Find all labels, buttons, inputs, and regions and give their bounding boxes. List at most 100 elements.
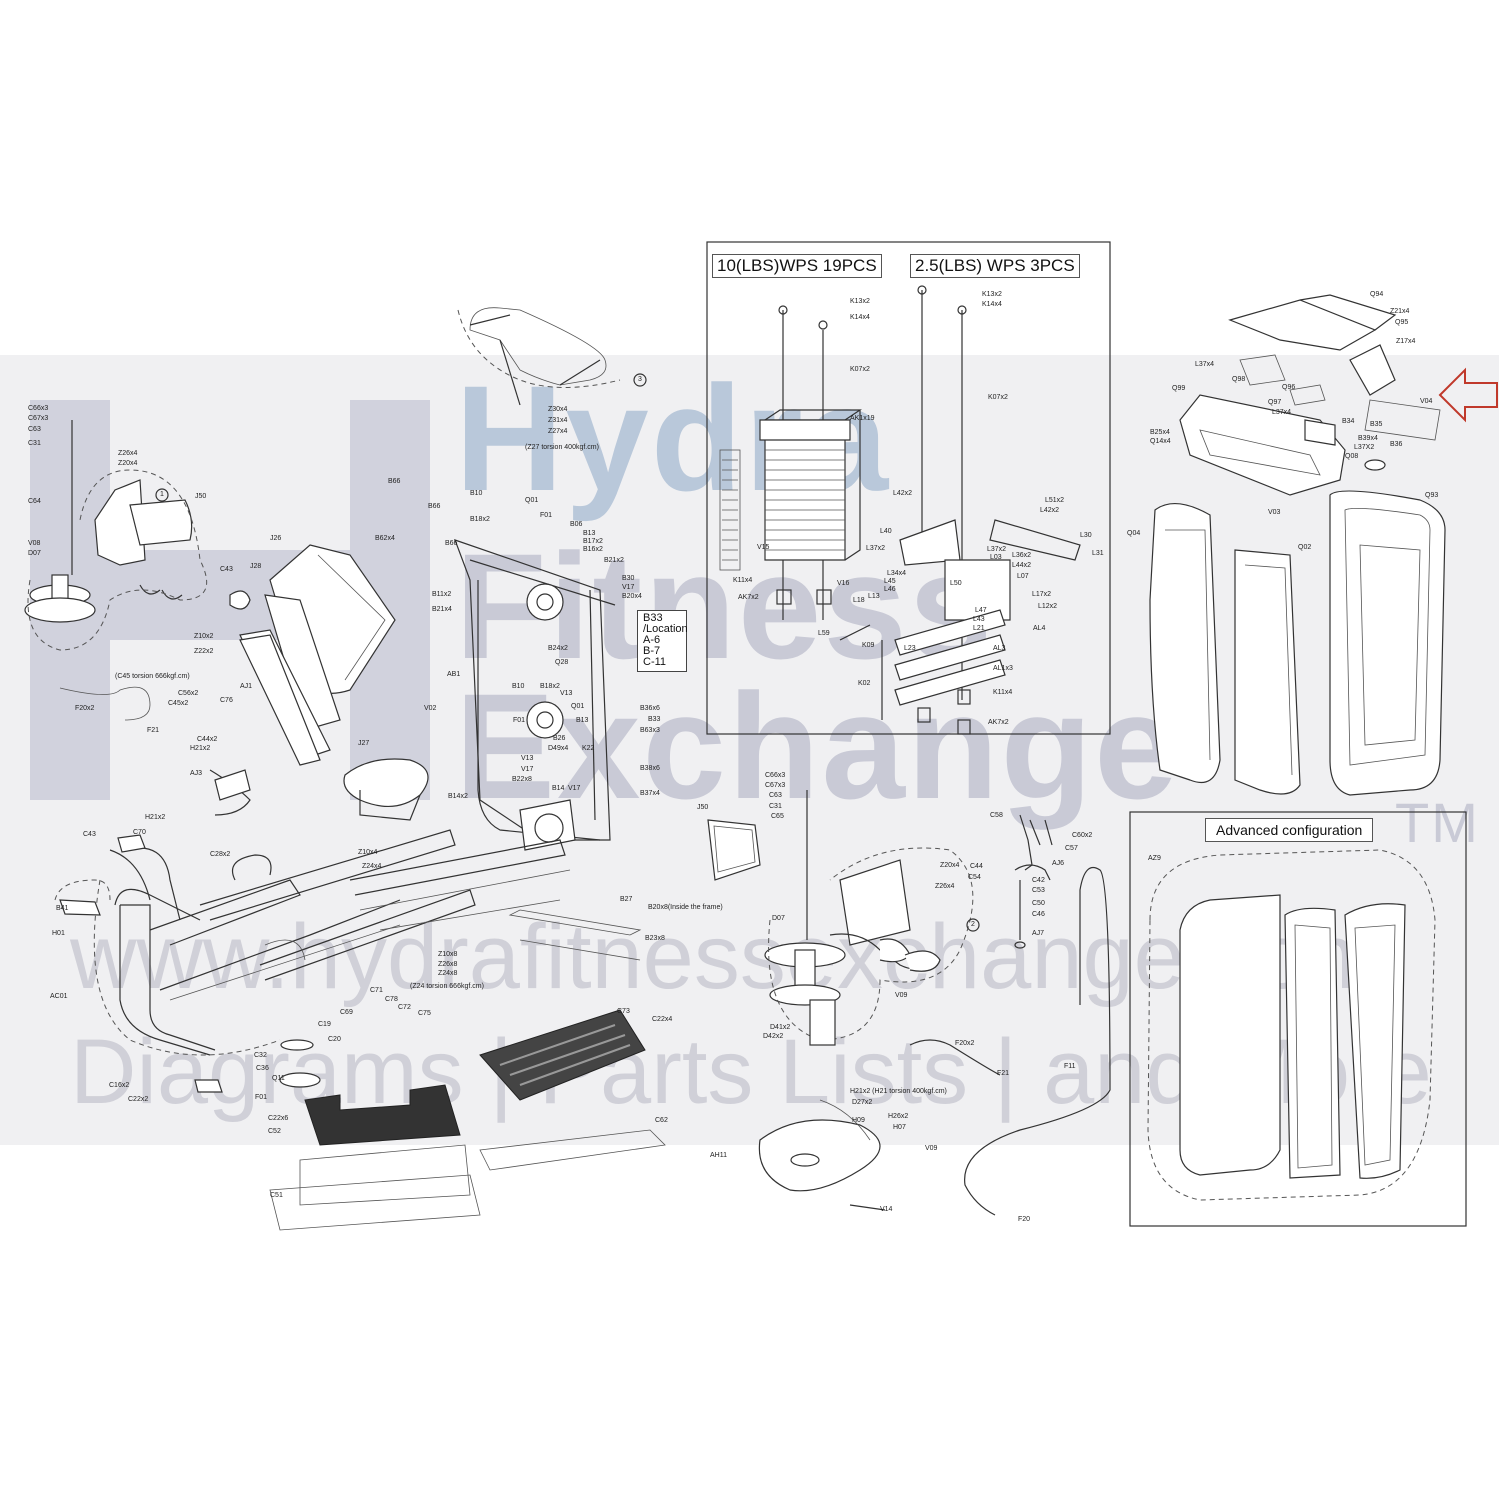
part-label: Z24x8 xyxy=(438,970,458,977)
part-label: C22x4 xyxy=(652,1016,673,1023)
part-label: L40 xyxy=(880,528,892,535)
leg-lever xyxy=(209,590,321,816)
part-label: C57 xyxy=(1065,845,1078,852)
part-label: B36 xyxy=(1390,441,1403,448)
part-label: B34 xyxy=(1342,418,1355,425)
part-label: K07x2 xyxy=(988,394,1008,401)
part-label: F01 xyxy=(255,1094,268,1101)
part-label: L47 xyxy=(975,607,987,614)
part-label: F11 xyxy=(1064,1063,1076,1070)
part-label: C20 xyxy=(328,1036,341,1043)
part-label: Q96 xyxy=(1282,384,1296,391)
location-line-1: B33 xyxy=(643,612,663,624)
part-label: B21x4 xyxy=(432,606,452,613)
part-label: Z24x4 xyxy=(362,863,382,870)
part-label: K13x2 xyxy=(982,291,1002,298)
part-label: J50 xyxy=(195,493,207,500)
part-label: B17x2 xyxy=(583,538,603,545)
part-label: L30 xyxy=(1080,532,1092,539)
part-label: Z20x4 xyxy=(940,862,960,869)
part-label: V14 xyxy=(880,1206,893,1213)
part-label: B16x2 xyxy=(583,546,603,553)
part-label: L36x2 xyxy=(1012,552,1032,559)
callout-number: 2 xyxy=(971,921,975,928)
part-label: B22x8 xyxy=(512,776,532,783)
part-label: L37x4 xyxy=(1195,361,1215,368)
part-label: C62 xyxy=(655,1117,668,1124)
part-label: C73 xyxy=(617,1008,630,1015)
part-label: Z31x4 xyxy=(548,417,568,424)
advanced-shrouds xyxy=(1147,849,1436,1201)
part-label: C66x3 xyxy=(765,772,786,779)
part-label: B66 xyxy=(428,503,441,510)
part-label: AK7x2 xyxy=(738,594,759,601)
part-label: AK1x19 xyxy=(850,415,875,422)
part-label: C22x6 xyxy=(268,1115,289,1122)
part-label: D42x2 xyxy=(763,1033,784,1040)
part-label: L46 xyxy=(884,586,896,593)
part-label: C67x3 xyxy=(765,782,786,789)
part-label: Q98 xyxy=(1232,376,1246,383)
part-label: V13 xyxy=(521,755,534,762)
part-label: B36x6 xyxy=(640,705,660,712)
part-label: Q93 xyxy=(1425,492,1439,499)
handlebar-3 xyxy=(457,307,621,406)
part-label: C63 xyxy=(28,426,41,433)
part-label: C53 xyxy=(1032,887,1045,894)
location-line-3: A-6 xyxy=(643,634,661,646)
part-label: Q97 xyxy=(1268,399,1282,406)
part-label: Q11 xyxy=(272,1075,285,1082)
rail-extension xyxy=(349,839,642,961)
location-line-2: /Location xyxy=(643,623,688,635)
advanced-config-box xyxy=(1129,811,1467,1227)
part-label: L37x2 xyxy=(987,546,1007,553)
part-label: Q04 xyxy=(1127,530,1141,537)
part-label: C31 xyxy=(28,440,41,447)
part-label: (Z24 torsion 666kgf.cm) xyxy=(410,983,484,990)
part-label: H21x2 xyxy=(190,745,211,752)
part-label: C63 xyxy=(769,792,782,799)
part-label: H01 xyxy=(52,930,65,937)
part-label: K22 xyxy=(582,745,595,752)
part-label: Q95 xyxy=(1395,319,1409,326)
cable-f11 xyxy=(909,866,1111,1216)
part-label: Q99 xyxy=(1172,385,1186,392)
part-label: L17x2 xyxy=(1032,591,1052,598)
part-label: J26 xyxy=(270,535,282,542)
side-shroud-q04 xyxy=(1149,503,1221,784)
part-label: K13x2 xyxy=(850,298,870,305)
part-label: B13 xyxy=(576,717,589,724)
part-label: V02 xyxy=(424,705,437,712)
part-label: L42x2 xyxy=(1040,507,1060,514)
part-label: B24x2 xyxy=(548,645,568,652)
part-label: L12x2 xyxy=(1038,603,1058,610)
part-label: B14 xyxy=(552,785,565,792)
part-label: B39x4 xyxy=(1358,435,1378,442)
part-label: L50 xyxy=(950,580,962,587)
part-label: F20x2 xyxy=(75,705,95,712)
part-label: Q01 xyxy=(525,497,539,504)
part-label: K14x4 xyxy=(850,314,870,321)
part-label: L42x2 xyxy=(893,490,913,497)
part-label: L37x4 xyxy=(1272,409,1292,416)
part-label: Q28 xyxy=(555,659,569,666)
part-label: B66 xyxy=(388,478,401,485)
part-label: C58 xyxy=(990,812,1003,819)
selector-mechanism xyxy=(839,285,1081,735)
part-label: AJ1 xyxy=(240,683,253,690)
part-label: AL3 xyxy=(993,645,1006,652)
part-label: B30 xyxy=(622,575,635,582)
part-label: L31 xyxy=(1092,550,1104,557)
part-label: B37x4 xyxy=(640,790,660,797)
part-label: V09 xyxy=(895,992,908,999)
part-label: C69 xyxy=(340,1009,353,1016)
part-label: AZ9 xyxy=(1148,855,1161,862)
part-label: V13 xyxy=(560,690,573,697)
part-label: AH11 xyxy=(710,1152,727,1159)
part-label: D07 xyxy=(772,915,785,922)
part-label: L07 xyxy=(1017,573,1029,580)
part-label: L44x2 xyxy=(1012,562,1032,569)
main-frame xyxy=(453,539,616,851)
part-label: V17 xyxy=(521,766,534,773)
